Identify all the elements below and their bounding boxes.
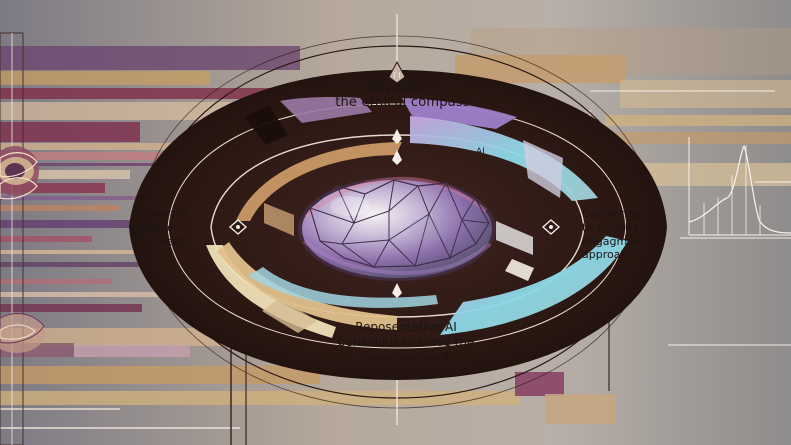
right-diamond-icon (541, 219, 561, 235)
right-line-1: Cabibating (582, 207, 642, 220)
left-ornament-icon (0, 146, 45, 353)
bottom-line-2: behaviour to serve the (337, 335, 475, 349)
right-line-4: approach (582, 248, 634, 262)
right-callout: Cabibating to socielty engagment approac… (582, 207, 687, 262)
right-line-2: to socielty (582, 220, 639, 234)
bottom-callout: Reposentative AI behaviour to serve the … (296, 320, 516, 365)
left-line-3: elivanest (133, 234, 183, 248)
top-marker-icon (388, 60, 406, 84)
top-line-1: Navigating (366, 80, 439, 95)
ai-tag-right: AI (476, 147, 485, 157)
left-line-2: culudal (133, 220, 173, 234)
globe-icon (298, 176, 496, 281)
left-line-1: Raprorats (133, 207, 187, 220)
compass-markers (228, 60, 561, 298)
top-heading: Navigating the ethical compass (300, 80, 505, 111)
right-line-3: engagment (582, 234, 646, 248)
top-line-2: the ethical compass (335, 94, 470, 110)
bottom-line-3: common good (363, 350, 449, 364)
left-callout: Raprorats culudal elivanest (133, 207, 223, 248)
north-arrow-icon (392, 129, 402, 165)
south-arrow-icon (392, 283, 402, 298)
background-stripes (0, 28, 791, 445)
line-graph-icon (688, 137, 791, 236)
bottom-line-1: Reposentative AI (355, 320, 457, 334)
top-marker-label: I I (393, 71, 401, 80)
left-diamond-icon (228, 219, 248, 235)
ai-tag-left: AI (307, 147, 316, 157)
